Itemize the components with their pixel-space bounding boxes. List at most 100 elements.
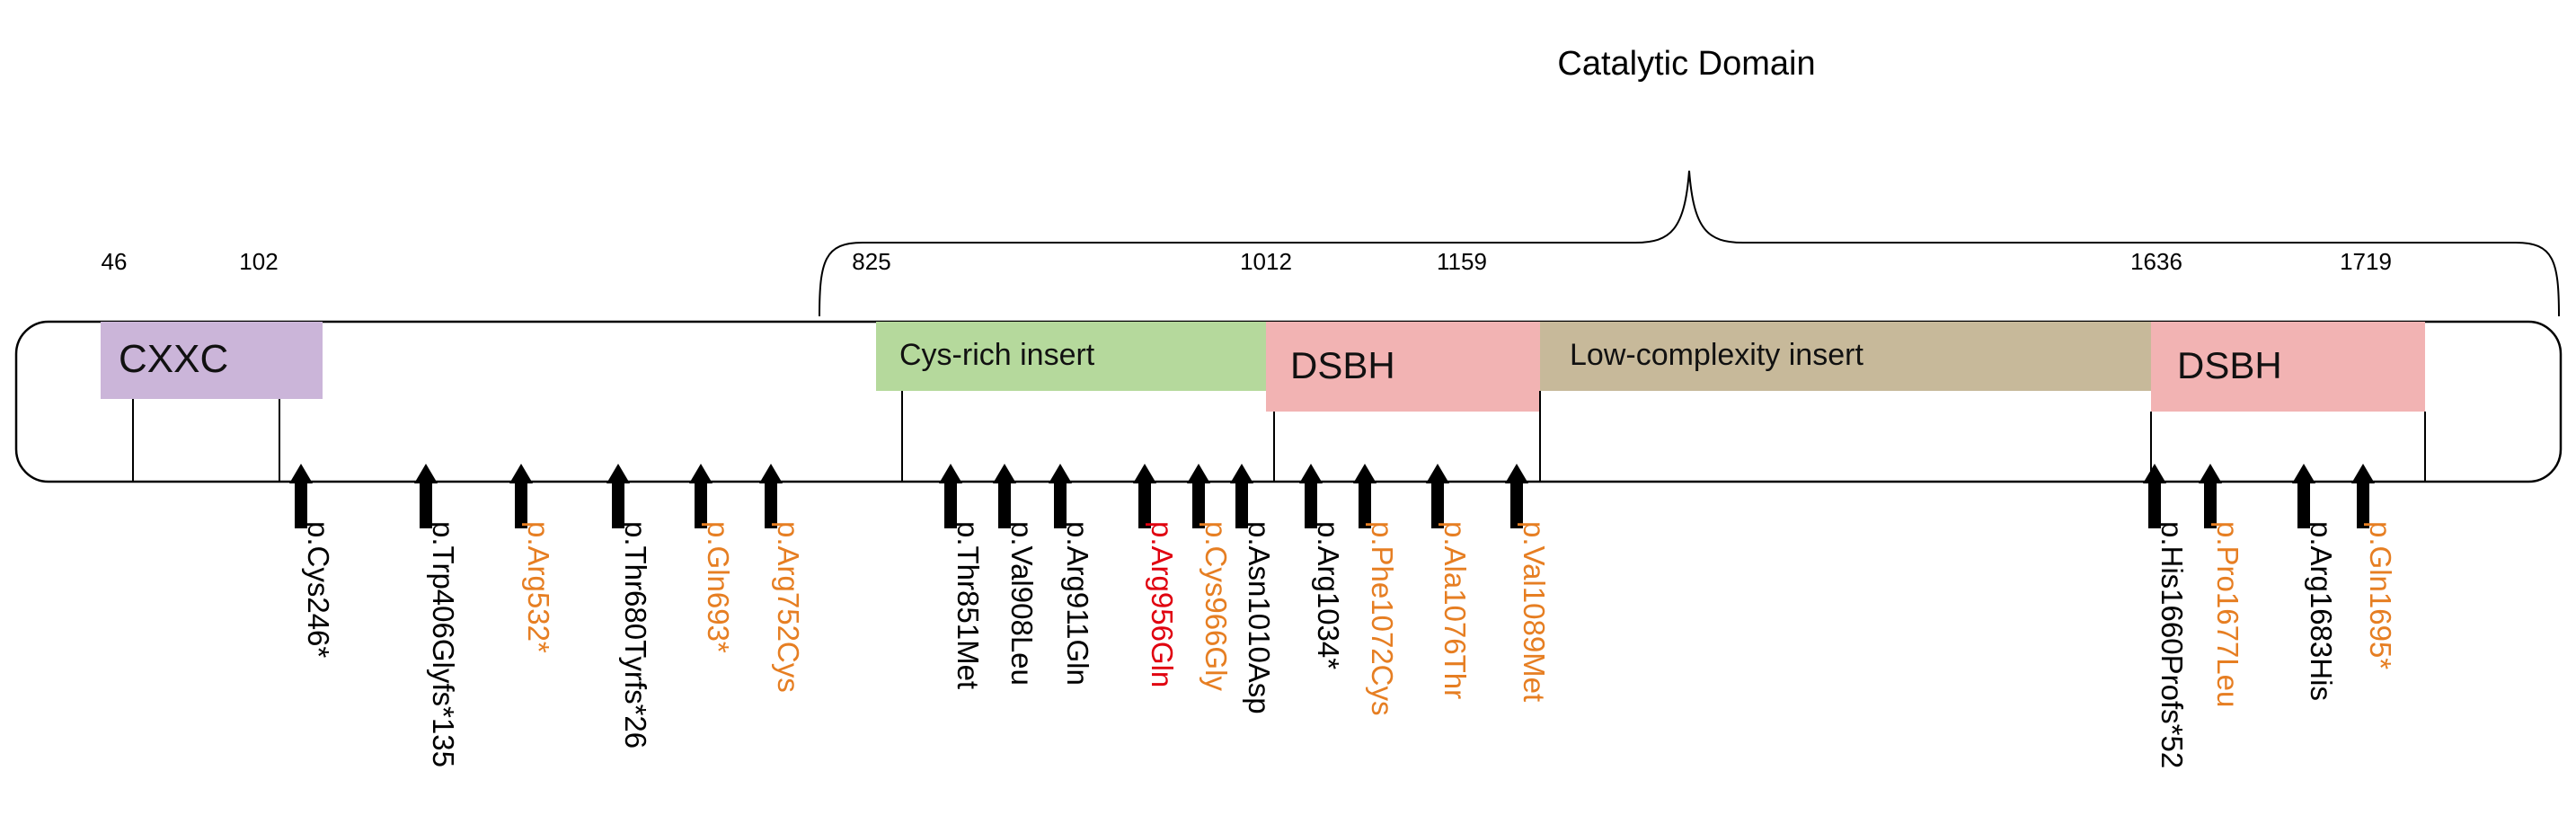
domain-cys-rich-label: Cys-rich insert <box>899 338 1095 372</box>
mutation-label: p.Phe1072Cys <box>1366 521 1399 715</box>
mutation-arrow-head <box>1353 464 1377 483</box>
mutation-arrow-shaft <box>1138 480 1151 528</box>
mutation-marker: p.Cys246* <box>289 464 335 658</box>
mutation-arrow-shaft <box>1235 480 1248 528</box>
position-46: 46 <box>102 248 128 275</box>
mutation-label: p.Pro1677Leu <box>2211 521 2244 707</box>
mutation-arrow-head <box>689 464 713 483</box>
mutation-arrow-head <box>759 464 783 483</box>
mutation-arrow-head <box>509 464 533 483</box>
mutation-label: p.Arg911Gln <box>1061 521 1094 686</box>
mutation-arrow-head <box>414 464 438 483</box>
mutation-marker: p.Asn1010Asp <box>1230 464 1276 714</box>
mutation-label: p.Asn1010Asp <box>1243 521 1276 714</box>
mutation-arrow-head <box>1230 464 1253 483</box>
domain-cys-rich-box <box>876 322 1266 391</box>
mutation-marker: p.Val908Leu <box>993 464 1039 686</box>
mutation-marker: p.Ala1076Thr <box>1426 464 1472 699</box>
mutation-marker: p.Arg1683His <box>2292 464 2338 701</box>
domain-low-complexity-label: Low-complexity insert <box>1570 338 1863 372</box>
mutation-arrow-shaft <box>420 480 432 528</box>
mutation-arrow-shaft <box>612 480 624 528</box>
mutation-marker: p.Arg532* <box>509 464 555 653</box>
mutation-marker: p.Gln1695* <box>2351 464 2397 669</box>
mutation-arrow-shaft <box>2297 480 2310 528</box>
position-1159: 1159 <box>1437 248 1487 275</box>
mutation-arrow-shaft <box>1510 480 1523 528</box>
domain-dsbh2-label: DSBH <box>2177 344 2282 386</box>
mutation-label: p.Arg532* <box>522 521 555 653</box>
mutation-label: p.Arg1034* <box>1312 521 1345 669</box>
mutation-arrow-head <box>2351 464 2375 483</box>
mutation-arrow-shaft <box>515 480 527 528</box>
mutation-arrow-shaft <box>1054 480 1067 528</box>
domain-dsbh1-box <box>1266 322 1540 412</box>
mutation-arrow-head <box>1505 464 1528 483</box>
mutation-arrow-head <box>1426 464 1449 483</box>
mutation-label: p.Gln693* <box>702 521 735 653</box>
mutation-label: p.Arg1683His <box>2305 521 2338 701</box>
mutation-marker: p.Arg956Gln <box>1133 464 1179 687</box>
mutation-marker: p.Arg911Gln <box>1049 464 1094 686</box>
mutation-arrow-head <box>2143 464 2166 483</box>
mutation-marker: p.Thr680Tyrfs*26 <box>606 464 652 749</box>
position-102: 102 <box>239 248 278 275</box>
mutation-arrow-head <box>2292 464 2315 483</box>
mutation-arrow-shaft <box>1305 480 1317 528</box>
mutation-arrow-shaft <box>998 480 1011 528</box>
mutation-marker: p.Arg1034* <box>1299 464 1345 669</box>
domain-low-complexity-box <box>1540 322 2151 391</box>
mutation-arrow-shaft <box>2148 480 2161 528</box>
mutation-arrow-shaft <box>695 480 707 528</box>
mutation-label: p.Cys966Gly <box>1199 521 1233 691</box>
mutation-arrow-head <box>1299 464 1323 483</box>
mutation-marker: p.His1660Profs*52 <box>2143 464 2189 768</box>
mutation-arrow-head <box>939 464 962 483</box>
mutation-label: p.Arg752Cys <box>772 521 805 693</box>
mutation-markers: p.Cys246* p.Trp406Glyfs*135 p.Arg532* p.Thr… <box>289 464 2397 768</box>
mutation-marker: p.Gln693* <box>689 464 735 653</box>
position-1719: 1719 <box>2340 248 2392 275</box>
mutation-arrow-head <box>1187 464 1210 483</box>
mutation-arrow-head <box>993 464 1016 483</box>
mutation-label: p.Ala1076Thr <box>1438 521 1472 699</box>
mutation-marker: p.Thr851Met <box>939 464 985 689</box>
domain-dsbh1-label: DSBH <box>1290 344 1395 386</box>
mutation-label: p.Val1089Met <box>1518 521 1551 702</box>
mutation-marker: p.Pro1677Leu <box>2199 464 2244 707</box>
mutation-marker: p.Arg752Cys <box>759 464 805 693</box>
mutation-marker: p.Cys966Gly <box>1187 464 1233 691</box>
mutation-label: p.His1660Profs*52 <box>2156 521 2189 768</box>
mutation-arrow-shaft <box>295 480 307 528</box>
mutation-arrow-shaft <box>2357 480 2369 528</box>
mutation-arrow-head <box>606 464 630 483</box>
mutation-arrow-head <box>2199 464 2222 483</box>
mutation-arrow-shaft <box>1192 480 1205 528</box>
mutation-label: p.Arg956Gln <box>1146 521 1179 687</box>
mutation-label: p.Val908Leu <box>1005 521 1039 686</box>
mutation-arrow-head <box>1133 464 1156 483</box>
domain-boxes <box>101 322 2425 412</box>
mutation-label: p.Trp406Glyfs*135 <box>427 521 460 767</box>
mutation-label: p.Cys246* <box>302 521 335 658</box>
mutation-label: p.Gln1695* <box>2364 521 2397 669</box>
mutation-arrow-shaft <box>944 480 957 528</box>
mutation-marker: p.Phe1072Cys <box>1353 464 1399 715</box>
position-1012: 1012 <box>1240 248 1292 275</box>
mutation-marker: p.Val1089Met <box>1505 464 1551 702</box>
mutation-arrow-shaft <box>765 480 777 528</box>
catalytic-domain-title: Catalytic Domain <box>1557 45 1815 83</box>
position-1636: 1636 <box>2130 248 2182 275</box>
domain-cxxc-label: CXXC <box>119 337 228 381</box>
catalytic-domain-brace <box>819 170 2560 317</box>
mutation-marker: p.Trp406Glyfs*135 <box>414 464 460 767</box>
mutation-arrow-shaft <box>1431 480 1444 528</box>
mutation-arrow-shaft <box>2204 480 2217 528</box>
domain-cxxc-box <box>101 322 323 399</box>
mutation-arrow-head <box>289 464 313 483</box>
domain-dsbh2-box <box>2151 322 2425 412</box>
mutation-arrow-shaft <box>1359 480 1371 528</box>
mutation-label: p.Thr851Met <box>952 521 985 689</box>
